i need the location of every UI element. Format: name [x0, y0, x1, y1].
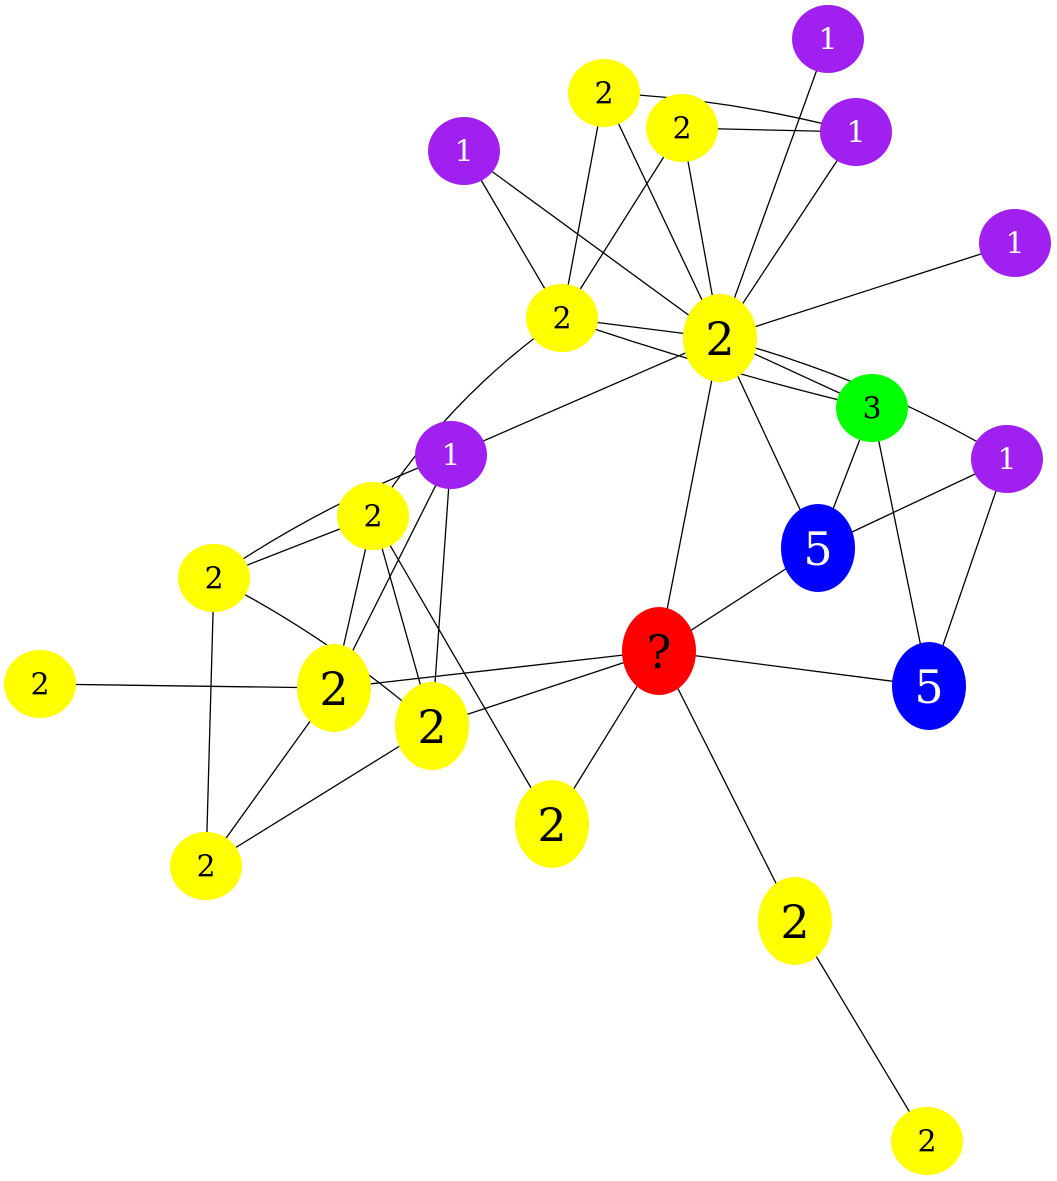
node-shape	[683, 294, 757, 382]
node-p-top-right: 1	[792, 5, 864, 73]
node-label: 2	[537, 798, 566, 852]
edge-p-far-right-to-y-hub	[719, 242, 1016, 339]
edge-p-center-to-y-left-c	[333, 454, 452, 689]
node-label: 1	[1005, 227, 1024, 262]
node-y-bottom: 2	[891, 1107, 963, 1175]
node-b-five-lower: 5	[892, 642, 966, 730]
node-label: 2	[196, 850, 215, 885]
node-shape	[170, 832, 242, 900]
node-shape	[526, 284, 598, 352]
node-label: 2	[594, 77, 613, 112]
edge-y-hub-to-r-unknown	[658, 337, 721, 652]
node-shape	[758, 877, 832, 965]
node-y-left-d: 2	[395, 682, 469, 770]
node-g-three: 3	[836, 374, 908, 442]
edge-p-left-upper-to-y-hub	[463, 150, 721, 339]
node-b-five-upper: 5	[781, 504, 855, 592]
edge-y-bottom-right-to-y-bottom	[794, 920, 928, 1142]
node-shape	[979, 209, 1051, 277]
node-p-center: 1	[415, 421, 487, 489]
node-y-bottom-right: 2	[758, 877, 832, 965]
edge-r-unknown-to-y-left-d	[431, 650, 660, 727]
node-label: 2	[319, 662, 348, 716]
node-y-mid-left: 2	[526, 284, 598, 352]
node-label: 1	[818, 23, 837, 58]
node-y-bottom-left: 2	[170, 832, 242, 900]
node-shape	[395, 682, 469, 770]
node-label: 2	[780, 895, 809, 949]
edge-r-unknown-to-b-five-lower	[658, 650, 930, 687]
node-label: 2	[30, 668, 49, 703]
edge-p-top-right-to-y-hub	[719, 38, 829, 339]
edge-y-left-a-to-y-bottom-mid	[372, 515, 553, 825]
node-shape	[428, 117, 500, 185]
edge-y-hub-to-p-center	[450, 337, 721, 456]
node-label: 1	[846, 116, 865, 151]
node-label: 3	[862, 392, 881, 427]
edge-r-unknown-to-y-bottom-right	[658, 650, 796, 922]
node-p-right-upper: 1	[820, 98, 892, 166]
node-shape	[836, 374, 908, 442]
edge-p-center-to-y-left-d	[431, 454, 452, 727]
node-label: 2	[552, 302, 571, 337]
node-shape	[971, 425, 1043, 493]
node-shape	[337, 482, 409, 550]
edge-p-center-to-y-left-b	[213, 454, 452, 579]
node-label: 2	[363, 500, 382, 535]
node-label: 1	[997, 443, 1016, 478]
node-p-far-right: 1	[979, 209, 1051, 277]
node-shape	[622, 607, 696, 695]
node-shape	[178, 544, 250, 612]
edge-y-top-1-to-y-hub	[603, 92, 721, 339]
node-y-far-left: 2	[4, 650, 76, 718]
node-p-right-mid: 1	[971, 425, 1043, 493]
node-label: 2	[705, 312, 734, 366]
node-p-left-upper: 1	[428, 117, 500, 185]
edge-y-top-1-to-p-right-upper	[603, 92, 857, 133]
node-shape	[297, 644, 371, 732]
node-layer: 1 2 2 1 1 1 2 2 3 1 1 2 2 5? 5 2 2 2 2 2 2 2	[4, 5, 1051, 1175]
node-y-left-a: 2	[337, 482, 409, 550]
edge-r-unknown-to-y-left-c	[333, 650, 660, 689]
node-y-top-1: 2	[568, 59, 640, 127]
node-label: 2	[917, 1125, 936, 1160]
node-label: 5	[803, 522, 832, 576]
edge-g-three-to-b-five-lower	[871, 407, 930, 687]
node-label: 1	[454, 135, 473, 170]
node-shape	[891, 1107, 963, 1175]
node-label: 2	[417, 700, 446, 754]
node-shape	[646, 94, 718, 162]
node-label: 2	[204, 562, 223, 597]
node-y-hub: 2	[683, 294, 757, 382]
edge-y-top-2-to-y-mid-left	[561, 127, 683, 319]
node-y-bottom-mid: 2	[515, 780, 589, 868]
edge-y-top-1-to-y-mid-left	[561, 92, 605, 319]
node-shape	[892, 642, 966, 730]
node-shape	[792, 5, 864, 73]
node-shape	[568, 59, 640, 127]
node-label: ?	[647, 625, 672, 679]
node-y-left-c: 2	[297, 644, 371, 732]
node-label: 5	[914, 660, 943, 714]
node-y-top-2: 2	[646, 94, 718, 162]
edge-y-far-left-to-y-left-c	[39, 683, 335, 689]
edge-y-left-d-to-y-bottom-left	[205, 725, 433, 867]
node-label: 2	[672, 112, 691, 147]
node-shape	[4, 650, 76, 718]
node-shape	[820, 98, 892, 166]
edge-y-left-b-to-y-bottom-left	[205, 577, 215, 867]
node-r-unknown: ?	[622, 607, 696, 695]
node-shape	[781, 504, 855, 592]
node-y-left-b: 2	[178, 544, 250, 612]
node-shape	[415, 421, 487, 489]
node-label: 1	[441, 439, 460, 474]
node-shape	[515, 780, 589, 868]
edge-y-mid-left-to-y-left-a	[372, 317, 563, 517]
